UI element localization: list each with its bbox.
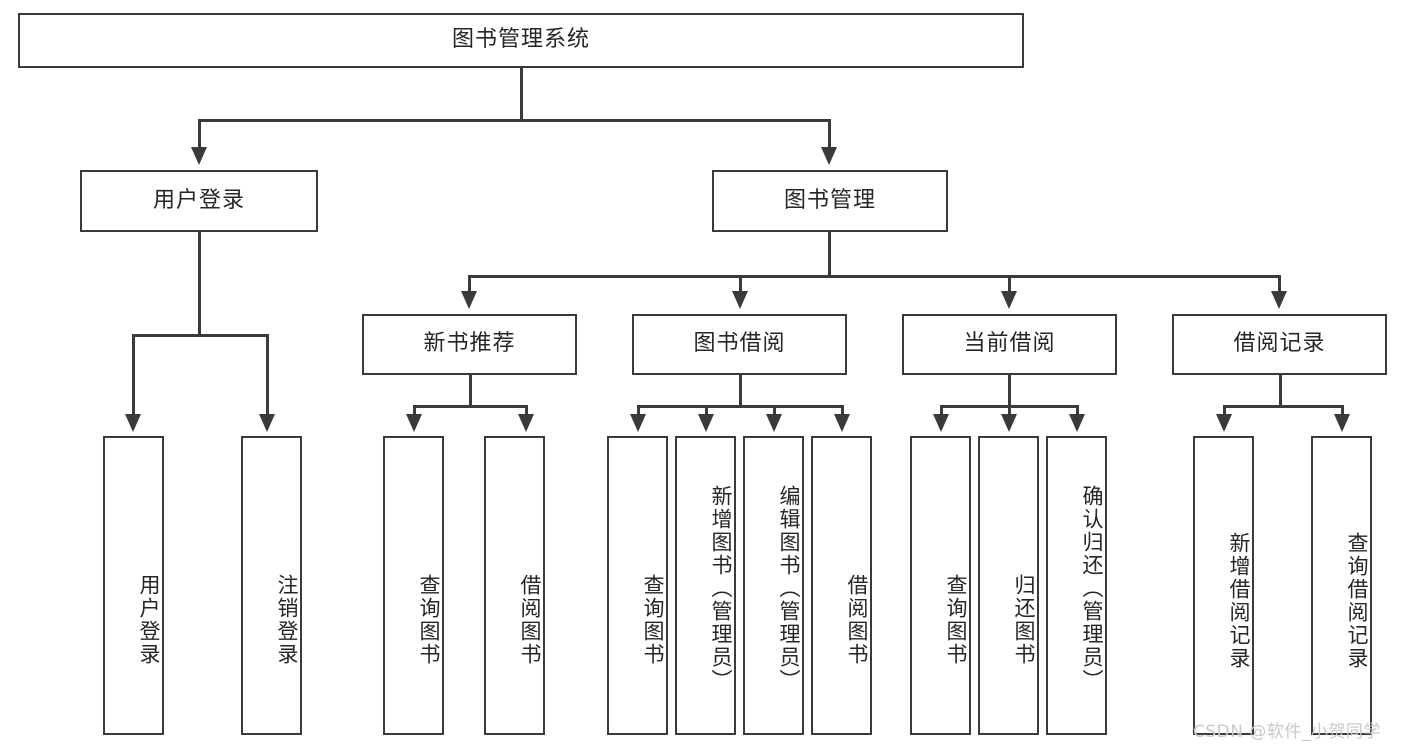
node-label: 新书推荐 (423, 331, 516, 357)
arrowhead-new-book (461, 291, 477, 309)
arrowhead-borrow-record (1271, 291, 1287, 309)
leaf-label: 用户登录 (137, 573, 161, 666)
edge-cb-stem (1008, 375, 1011, 406)
arrowhead-cb-2 (1001, 414, 1017, 432)
edge-user-login-bar (132, 334, 268, 337)
edge-bb-child-4 (841, 405, 844, 416)
node-root-system[interactable]: 图书管理系统 (18, 13, 1024, 68)
node-label: 图书管理系统 (451, 27, 590, 53)
arrowhead-leaf-logout (259, 414, 275, 432)
leaf-query-book-cb[interactable]: 查询图书 (910, 436, 971, 735)
leaf-query-borrow-record[interactable]: 查询借阅记录 (1311, 436, 1372, 735)
edge-cb-child-3 (1076, 405, 1079, 416)
leaf-query-book-nbr[interactable]: 查询图书 (383, 436, 444, 735)
edge-branch-borrow-record (1278, 275, 1281, 293)
leaf-logout[interactable]: 注销登录 (241, 436, 302, 735)
leaf-label: 借阅图书 (845, 573, 869, 666)
leaf-borrow-book-bb[interactable]: 借阅图书 (811, 436, 872, 735)
leaf-label: 新增借阅记录 (1227, 531, 1251, 670)
edge-to-book-manage (828, 119, 831, 149)
leaf-label: 查询图书 (944, 573, 968, 666)
node-label: 图书借阅 (693, 331, 786, 357)
edge-branch-new-book (468, 275, 471, 293)
leaf-label: 查询借阅记录 (1345, 531, 1369, 670)
edge-br-child-1 (1223, 405, 1226, 416)
leaf-label: 查询图书 (641, 573, 665, 666)
edge-nbr-child-1 (413, 405, 416, 416)
leaf-query-book-bb[interactable]: 查询图书 (607, 436, 668, 735)
edge-user-login-child-1 (132, 334, 135, 416)
leaf-add-borrow-record[interactable]: 新增借阅记录 (1193, 436, 1254, 735)
arrowhead-bb-4 (834, 414, 850, 432)
node-book-borrow[interactable]: 图书借阅 (632, 314, 847, 375)
node-current-borrow[interactable]: 当前借阅 (902, 314, 1117, 375)
arrowhead-bb-1 (630, 414, 646, 432)
arrowhead-br-2 (1334, 414, 1350, 432)
leaf-user-login[interactable]: 用户登录 (103, 436, 164, 735)
edge-branch-book-borrow (739, 275, 742, 293)
leaf-label: 查询图书 (417, 573, 441, 666)
edge-br-bar (1223, 405, 1343, 408)
leaf-label: 编辑图书（管理员） (777, 485, 801, 692)
edge-root-bar (198, 119, 830, 122)
edge-bb-stem (739, 375, 742, 406)
node-label: 用户登录 (152, 187, 245, 213)
leaf-label: 注销登录 (275, 573, 299, 666)
arrowhead-br-1 (1216, 414, 1232, 432)
node-user-login[interactable]: 用户登录 (80, 170, 318, 232)
arrowhead-bb-2 (698, 414, 714, 432)
leaf-return-book[interactable]: 归还图书 (978, 436, 1039, 735)
arrowhead-user-login (191, 147, 207, 165)
arrowhead-book-manage (821, 147, 837, 165)
leaf-add-book-admin[interactable]: 新增图书（管理员） (675, 436, 736, 735)
edge-br-child-2 (1341, 405, 1344, 416)
node-label: 图书管理 (783, 187, 876, 213)
arrowhead-book-borrow (732, 291, 748, 309)
arrowhead-nbr-2 (518, 414, 534, 432)
leaf-label: 借阅图书 (518, 573, 542, 666)
edge-branch-current-borrow (1008, 275, 1011, 293)
leaf-borrow-book-nbr[interactable]: 借阅图书 (484, 436, 545, 735)
leaf-edit-book-admin[interactable]: 编辑图书（管理员） (743, 436, 804, 735)
edge-root-stem (520, 68, 523, 120)
edge-nbr-stem (469, 375, 472, 406)
edge-user-login-child-2 (266, 334, 269, 416)
edge-bb-child-1 (637, 405, 640, 416)
edge-book-manage-stem (828, 232, 831, 276)
leaf-label: 确认归还（管理员） (1080, 485, 1104, 692)
node-label: 借阅记录 (1233, 331, 1326, 357)
node-label: 当前借阅 (963, 331, 1056, 357)
csdn-watermark: CSDN @软件_小贺同学 (1193, 722, 1381, 742)
leaf-confirm-return-admin[interactable]: 确认归还（管理员） (1046, 436, 1107, 735)
edge-br-stem (1279, 375, 1282, 406)
leaf-label: 新增图书（管理员） (709, 485, 733, 692)
arrowhead-current-borrow (1001, 291, 1017, 309)
edge-cb-child-1 (940, 405, 943, 416)
edge-to-user-login (198, 119, 201, 149)
edge-book-manage-bar (468, 275, 1280, 278)
node-new-book-recommend[interactable]: 新书推荐 (362, 314, 577, 375)
edge-bb-bar (637, 405, 844, 408)
edge-nbr-bar (413, 405, 527, 408)
arrowhead-leaf-user-login (125, 414, 141, 432)
leaf-label: 归还图书 (1012, 573, 1036, 666)
arrowhead-nbr-1 (406, 414, 422, 432)
edge-bb-child-3 (773, 405, 776, 416)
arrowhead-bb-3 (766, 414, 782, 432)
edge-nbr-child-2 (525, 405, 528, 416)
arrowhead-cb-3 (1069, 414, 1085, 432)
edge-user-login-stem (198, 232, 201, 335)
node-borrow-record[interactable]: 借阅记录 (1172, 314, 1387, 375)
edge-cb-child-2 (1008, 405, 1011, 416)
arrowhead-cb-1 (933, 414, 949, 432)
node-book-manage[interactable]: 图书管理 (712, 170, 948, 232)
edge-bb-child-2 (705, 405, 708, 416)
